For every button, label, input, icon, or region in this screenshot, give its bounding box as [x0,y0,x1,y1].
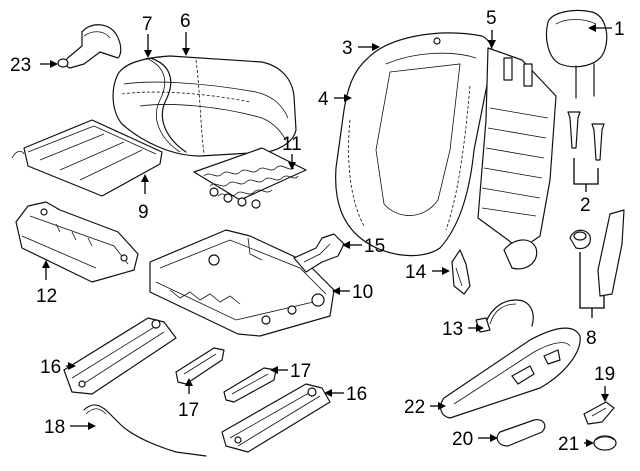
callout-6: 6 [180,11,191,32]
part-18-wire [83,404,207,457]
callout-9: 9 [138,202,149,223]
part-20-handle [496,419,546,447]
part-14-bracket [451,249,471,295]
callout-23: 23 [10,55,31,76]
part-10-seat-frame [149,229,335,337]
callout-11: 11 [282,134,302,155]
part-16-right-track [221,383,331,453]
callout-16-left: 16 [40,357,61,378]
callout-8: 8 [586,328,597,349]
part-8-trim [569,209,625,297]
part-3-4-seatback-cover [335,32,493,257]
part-12-side-panel [15,201,139,283]
part-15-bracket [293,233,345,273]
bracket-2 [573,158,599,185]
part-17-right-bracket [223,367,277,403]
part-23-cover [57,24,122,69]
callout-1: 1 [614,19,625,40]
part-5-seatback-frame [477,47,557,270]
callout-5: 5 [486,8,497,29]
part-17-left-bracket [175,347,225,385]
callout-4: 4 [318,89,329,110]
part-22-side-shield [440,327,581,419]
part-6-7-seat-cushion [112,55,297,157]
callout-17-right: 17 [290,361,311,382]
part-21-knob [593,435,617,451]
callout-3: 3 [342,38,353,59]
callout-18: 18 [44,417,65,438]
callout-22: 22 [404,397,425,418]
leader-lines [40,24,612,447]
callout-10: 10 [352,282,373,303]
callout-21: 21 [558,434,579,455]
callout-19: 19 [594,364,615,385]
part-13-cable-bracket [475,299,534,333]
callout-17-lower: 17 [178,400,199,421]
callout-12: 12 [36,286,57,307]
part-1-headrest [545,9,608,99]
callout-7: 7 [142,14,153,35]
callout-2: 2 [580,195,591,216]
callout-15: 15 [364,236,385,257]
part-9-cushion-pad [11,119,163,197]
callout-13: 13 [442,319,463,340]
callout-labels: 1 2 3 4 5 6 7 8 9 10 11 12 13 14 15 16 1… [10,8,625,455]
part-11-spring-mat [193,147,307,209]
callout-14: 14 [405,262,427,283]
part-19-lever [583,401,615,425]
part-16-left-track [63,317,177,395]
part-2-headrest-guides [567,111,605,161]
callout-20: 20 [452,429,473,450]
callout-16-right: 16 [346,384,367,405]
